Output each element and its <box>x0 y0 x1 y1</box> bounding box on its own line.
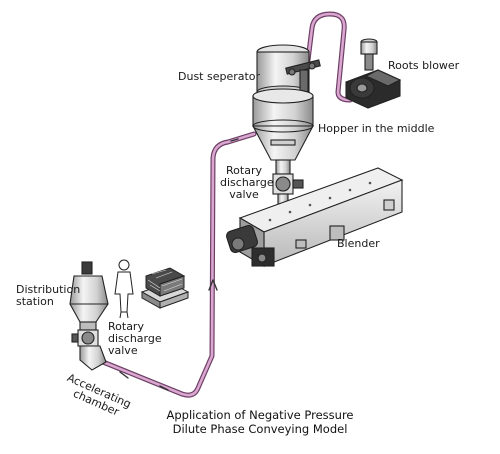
rotary-valve-bottom <box>71 329 99 347</box>
roots-blower <box>345 38 402 109</box>
diagram-caption: Application of Negative Pressure Dilute … <box>166 408 354 436</box>
operator-figure <box>114 259 134 319</box>
label-distribution-station: Distribution station <box>16 283 81 308</box>
accelerating-chamber <box>79 345 107 371</box>
label-rotary-valve-bottom: Rotary discharge valve <box>108 320 162 357</box>
label-dust-separator: Dust seperator <box>178 70 261 83</box>
label-roots-blower: Roots blower <box>388 59 460 72</box>
hopper <box>252 88 314 175</box>
blender <box>226 167 404 267</box>
distribution-station <box>69 261 109 331</box>
conveying-pipe <box>100 11 359 398</box>
label-rotary-valve-top: Rotary discharge valve <box>220 164 274 201</box>
material-bags-pallet <box>140 267 190 309</box>
dust-separator <box>256 44 321 99</box>
label-blender: Blender <box>337 237 380 250</box>
label-hopper: Hopper in the middle <box>318 122 435 135</box>
